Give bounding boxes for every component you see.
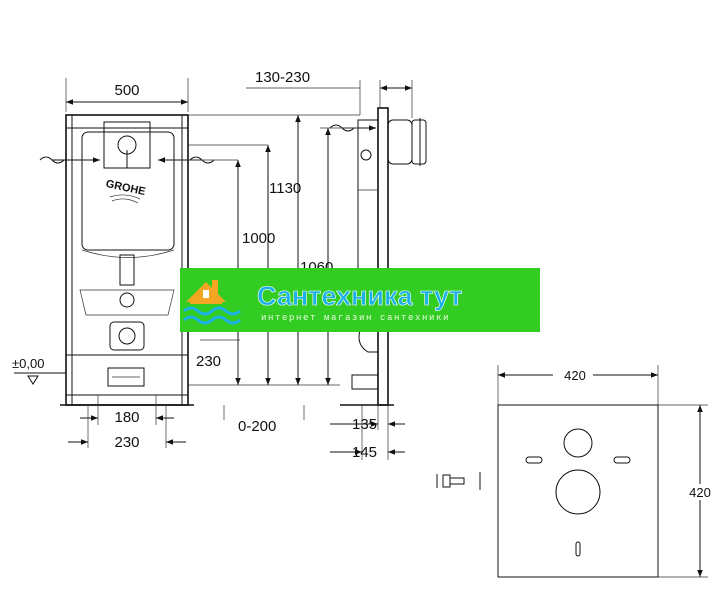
dimension-500: 500: [65, 78, 189, 112]
dimension-230-width: 230: [68, 405, 186, 451]
mounting-screw-icon: [436, 472, 481, 490]
side-frame: [340, 107, 427, 406]
plate-width-label: 420: [564, 368, 586, 383]
side-view: 130-230 1060 135 145: [246, 69, 427, 461]
cistern: [79, 121, 175, 387]
vertical-dimension-lines: [188, 114, 360, 386]
watermark: Сантехника тут интернет магазин сантехни…: [180, 268, 540, 332]
waves-icon: [183, 306, 241, 325]
watermark-subtitle: интернет магазин сантехники: [261, 313, 450, 323]
dim-500-label: 500: [114, 82, 139, 99]
house-icon: [186, 280, 226, 304]
dimension-180: 180: [80, 395, 174, 426]
plate-outline: [497, 404, 659, 578]
frame-outline: [60, 114, 194, 406]
floor-level-marker: ±0,00: [12, 356, 66, 385]
dimension-130-230: 130-230: [246, 69, 413, 118]
dimension-135: 135: [330, 405, 405, 460]
dim-145-label: 145: [352, 444, 377, 461]
dimension-plate-height: 420: [658, 404, 717, 578]
watermark-title: Сантехника тут: [257, 281, 462, 311]
plate-height-label: 420: [689, 485, 711, 500]
dim-135-label: 135: [352, 416, 377, 433]
water-supply-left-icon: [39, 156, 100, 164]
dim-230-height-label: 230: [196, 353, 221, 370]
grohe-logo: GROHE: [105, 178, 147, 204]
plate-view: 420 420: [436, 365, 717, 578]
dimension-plate-width: 420: [497, 365, 659, 405]
dim-180-label: 180: [114, 409, 139, 426]
floor-level-label: ±0,00: [12, 356, 44, 371]
dimension-1060: 1060: [300, 127, 358, 385]
dimension-0-200: 0-200: [223, 405, 305, 435]
dimension-145: 145: [330, 405, 405, 461]
dim-1130-label: 1130: [269, 180, 301, 197]
dim-130-230-label: 130-230: [255, 69, 310, 86]
dim-0-200-label: 0-200: [238, 418, 276, 435]
dim-1000-label: 1000: [242, 230, 275, 247]
dim-230-width-label: 230: [114, 434, 139, 451]
